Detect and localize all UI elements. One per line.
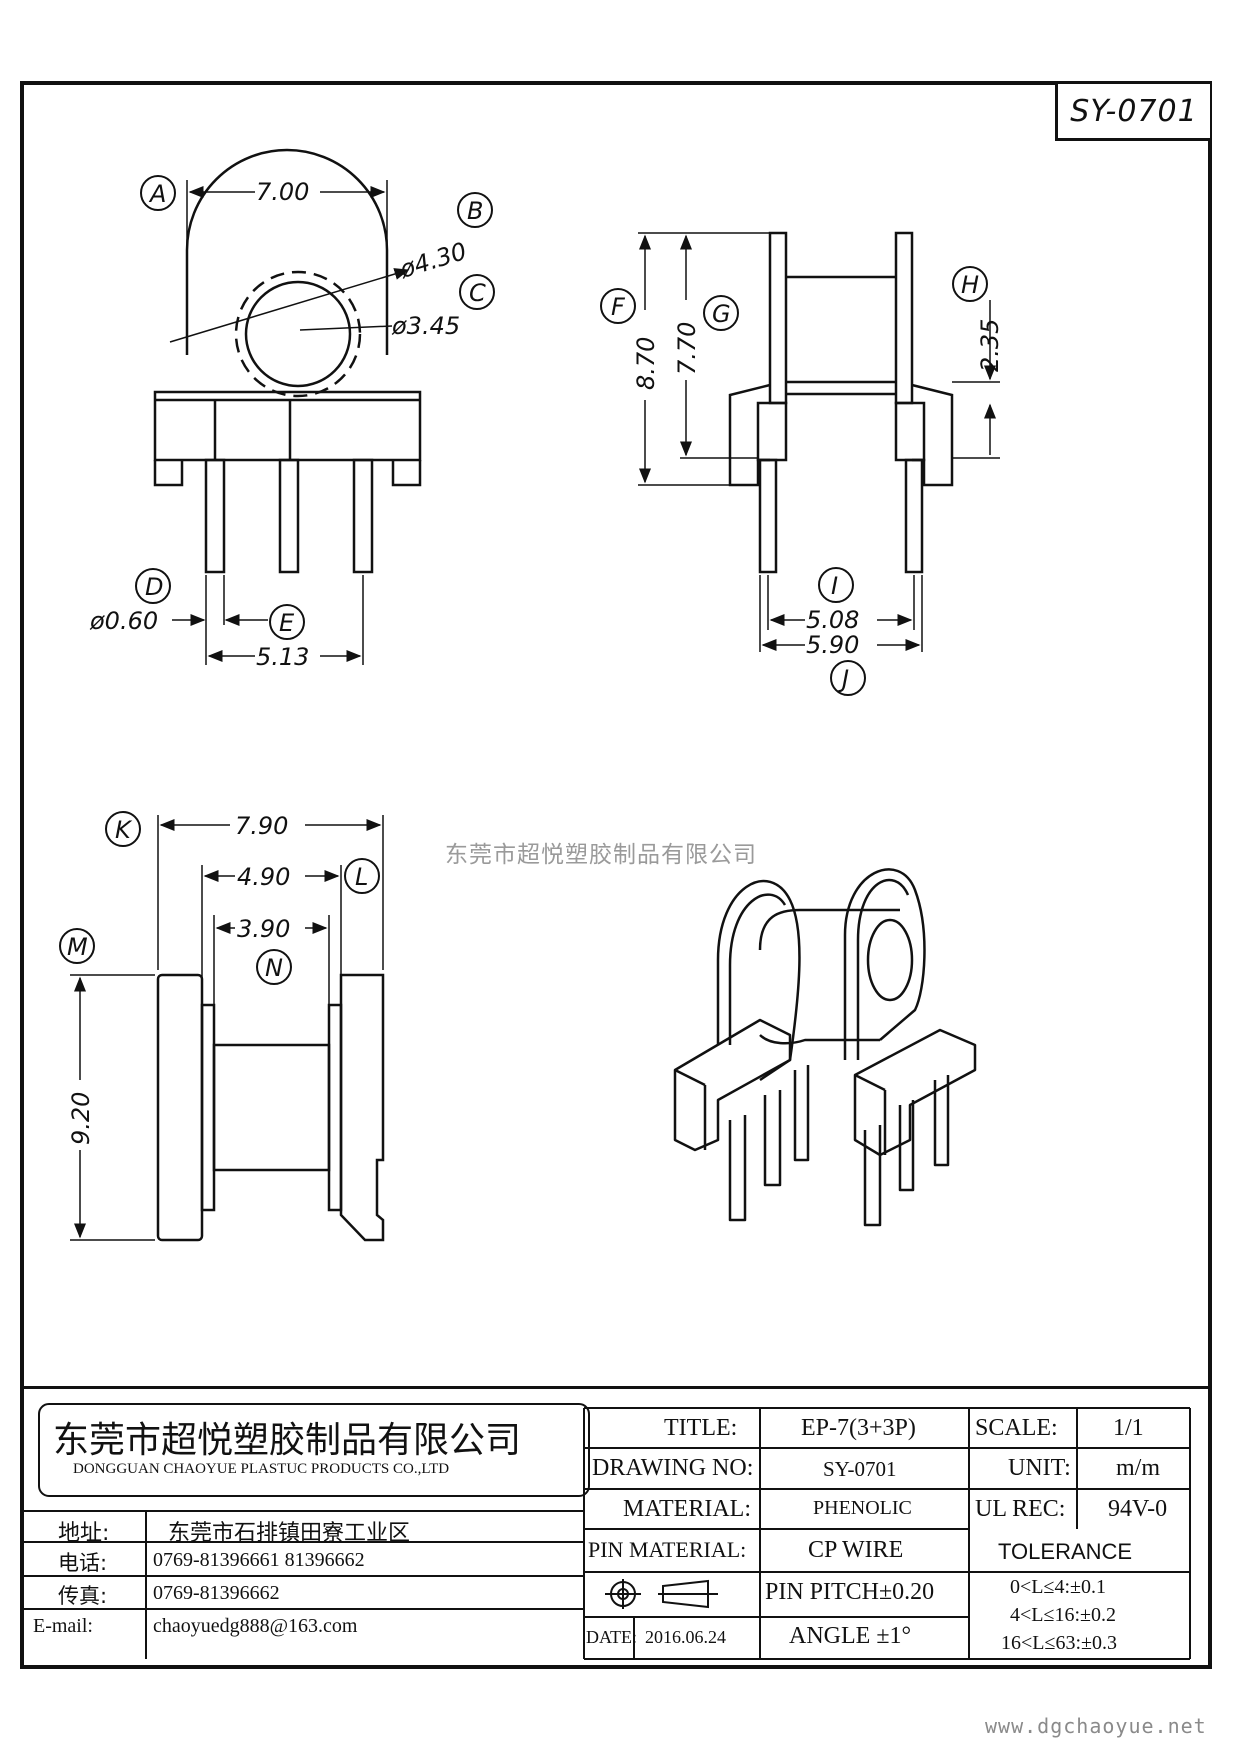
title-block-grid — [23, 1403, 1191, 1660]
dim-i: 5.08 — [806, 606, 859, 634]
fax-value: 0769-81396662 — [153, 1582, 280, 1604]
material-value: PHENOLIC — [813, 1497, 912, 1519]
callout-d: D — [145, 573, 163, 601]
drawing-no-value: SY-0701 — [823, 1457, 897, 1481]
side-view-labels: F 8.70 G 7.70 H 2.35 I 5.08 5.90 J — [600, 266, 1004, 696]
front-view-labels: A 7.00 B ø4.30 C ø3.45 D ø0.60 E 5.13 — [89, 175, 495, 671]
dim-l: 4.90 — [237, 863, 290, 891]
unit-label: UNIT: — [1008, 1455, 1071, 1481]
email-label: E-mail: — [33, 1615, 93, 1637]
isometric-view — [673, 868, 977, 1227]
callout-m: M — [67, 933, 88, 961]
callout-b: B — [467, 197, 483, 225]
drawing-border — [20, 81, 1212, 1669]
watermark-text: 东莞市超悦塑胶制品有限公司 — [445, 842, 757, 868]
callout-a: A — [148, 180, 166, 208]
front-view — [153, 148, 422, 665]
address-value: 东莞市石排镇田寮工业区 — [168, 1521, 411, 1546]
callout-e-circle — [269, 604, 305, 640]
company-name-cn: 东莞市超悦塑胶制品有限公司 — [53, 1420, 522, 1461]
material-label: MATERIAL: — [623, 1496, 751, 1522]
unit-value: m/m — [1116, 1455, 1161, 1481]
callout-n: N — [265, 954, 283, 982]
dim-h: 2.35 — [976, 319, 1004, 372]
dim-f: 8.70 — [632, 337, 660, 390]
ul-rec-value: 94V-0 — [1108, 1496, 1168, 1522]
ul-rec-label: UL REC: — [975, 1496, 1066, 1522]
title-value: EP-7(3+3P) — [801, 1415, 916, 1441]
scale-label: SCALE: — [975, 1415, 1058, 1441]
date-value: 2016.06.24 — [645, 1627, 726, 1647]
pin-material-value: CP WIRE — [808, 1537, 904, 1563]
callout-l-circle — [344, 858, 380, 894]
date-label: DATE: — [586, 1627, 637, 1647]
callout-i-circle — [818, 567, 854, 603]
dim-k: 7.90 — [235, 812, 288, 840]
phone-label: 电话: — [58, 1551, 108, 1575]
callout-h: H — [961, 271, 979, 299]
callout-l: L — [355, 863, 368, 891]
bottom-view-labels: K 7.90 L 4.90 3.90 N M 9.20 — [59, 811, 380, 1145]
callout-j-circle — [830, 660, 866, 696]
email-value: chaoyuedg888@163.com — [153, 1615, 358, 1637]
title-label: TITLE: — [664, 1415, 738, 1441]
bottom-view — [70, 815, 385, 1242]
fax-label: 传真: — [58, 1584, 108, 1608]
callout-m-circle — [59, 928, 95, 964]
dim-n: 3.90 — [237, 915, 290, 943]
callout-k: K — [115, 816, 133, 844]
pin-material-label: PIN MATERIAL: — [588, 1537, 747, 1562]
callout-c-circle — [459, 274, 495, 310]
callout-f-circle — [600, 288, 636, 324]
tolerance-label: TOLERANCE — [998, 1539, 1133, 1564]
dim-g: 7.70 — [673, 322, 701, 375]
pin-pitch: PIN PITCH±0.20 — [765, 1579, 935, 1605]
side-view — [638, 231, 1000, 652]
callout-k-circle — [105, 811, 141, 847]
callout-i: I — [831, 572, 838, 600]
dim-d: ø0.60 — [89, 607, 158, 635]
company-name-en: DONGGUAN CHAOYUE PLASTUC PRODUCTS CO.,LT… — [73, 1461, 450, 1477]
callout-b-circle — [457, 192, 493, 228]
tolerance-row-1: 0<L≤4:±0.1 — [1010, 1576, 1107, 1598]
callout-c: C — [469, 279, 486, 307]
dim-a: 7.00 — [256, 178, 309, 206]
angle-value: ANGLE ±1° — [789, 1623, 912, 1649]
tolerance-row-2: 4<L≤16:±0.2 — [1010, 1604, 1117, 1626]
callout-d-circle — [135, 568, 171, 604]
callout-a-circle — [140, 175, 176, 211]
callout-f: F — [611, 293, 626, 321]
dim-c: ø3.45 — [391, 312, 460, 340]
drawing-code-box: SY-0701 — [1055, 84, 1210, 141]
address-label: 地址: — [58, 1521, 110, 1546]
callout-j: J — [838, 665, 849, 693]
dim-j: 5.90 — [806, 631, 859, 659]
dim-m: 9.20 — [67, 1092, 95, 1145]
title-block: 东莞市超悦塑胶制品有限公司 DONGGUAN CHAOYUE PLASTUC P… — [23, 1386, 1209, 1666]
callout-g-circle — [703, 295, 739, 331]
scale-value: 1/1 — [1113, 1415, 1144, 1441]
drawing-no-label: DRAWING NO: — [592, 1455, 754, 1481]
dim-b: ø4.30 — [396, 237, 470, 284]
callout-g: G — [712, 300, 731, 328]
callout-e: E — [279, 609, 295, 637]
phone-value: 0769-81396661 81396662 — [153, 1549, 365, 1571]
website-url: www.dgchaoyue.net — [985, 1714, 1207, 1738]
tolerance-row-3: 16<L≤63:±0.3 — [1001, 1632, 1118, 1654]
callout-n-circle — [256, 949, 292, 985]
callout-h-circle — [952, 266, 988, 302]
dim-e: 5.13 — [256, 643, 309, 671]
